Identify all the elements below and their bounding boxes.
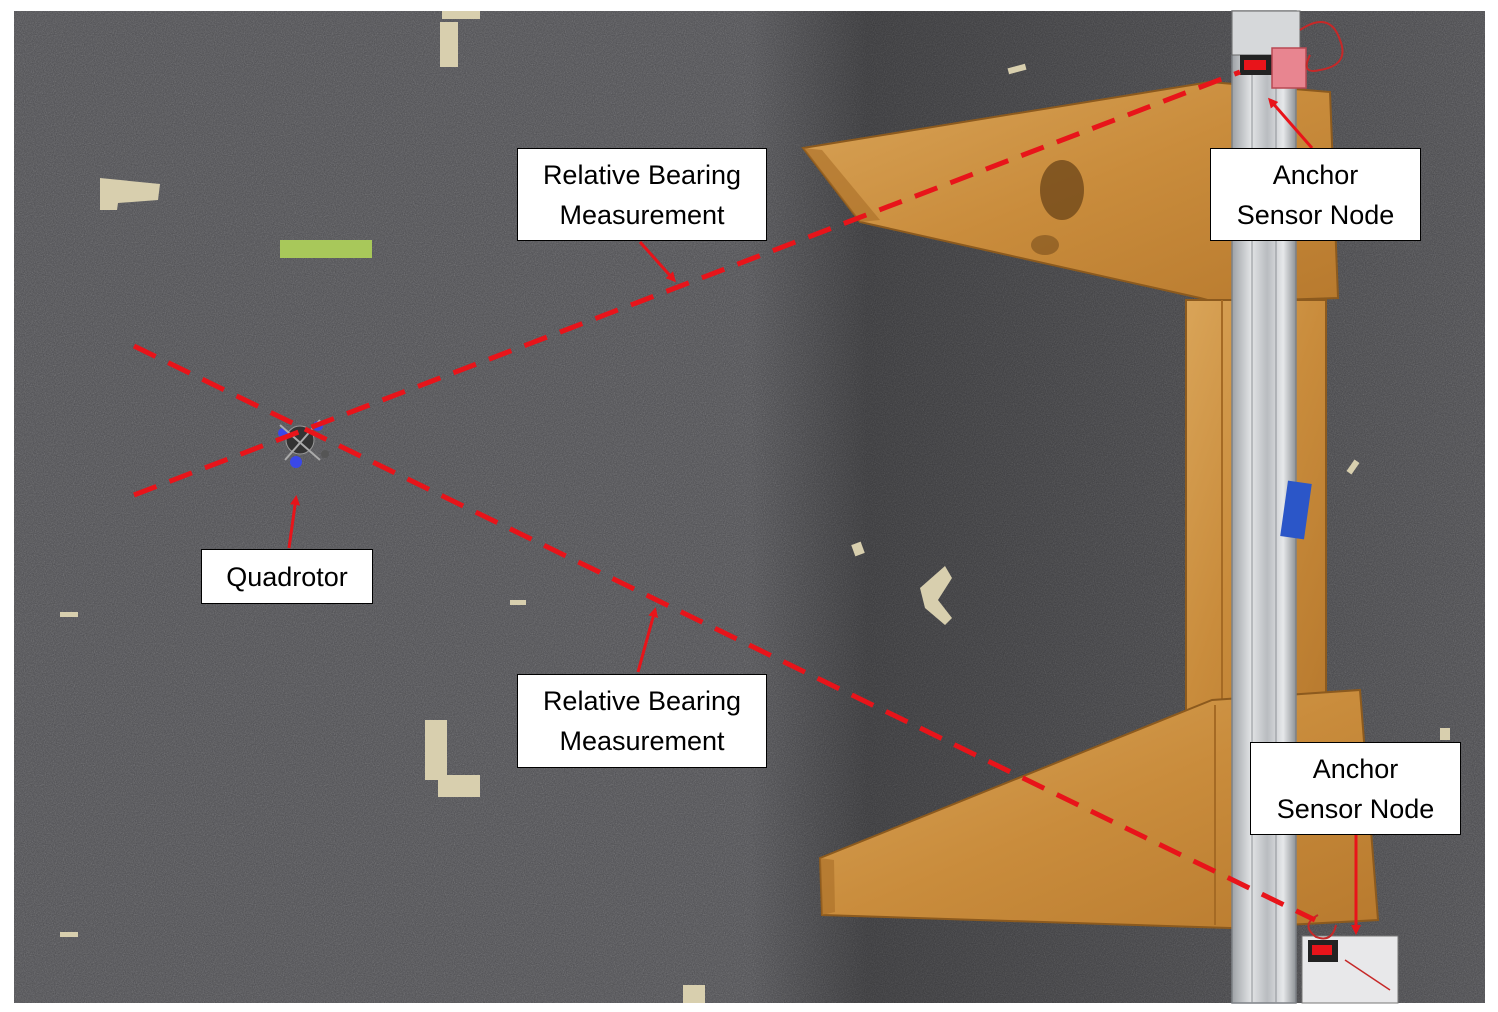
- label-anchor-top-line2: Sensor Node: [1236, 199, 1395, 230]
- arrow-bearing-bottom: [636, 607, 658, 673]
- label-quadrotor: Quadrotor: [201, 549, 373, 604]
- label-bearing-bottom-line1: Relative Bearing: [542, 686, 742, 716]
- arrow-quadrotor: [287, 495, 300, 549]
- arrow-bearing-top: [638, 240, 677, 283]
- label-anchor-bottom-line2: Sensor Node: [1276, 793, 1435, 824]
- label-bearing-bottom-line2: Measurement: [559, 726, 725, 756]
- bottom-anchor-node-device: [1301, 914, 1399, 1004]
- top-anchor-node-device: [1231, 10, 1344, 89]
- pointer-arrows: [287, 97, 1361, 935]
- label-quadrotor-text: Quadrotor: [226, 561, 348, 592]
- bearing-line-top: [133, 69, 1241, 498]
- floor-tape-marks: [60, 11, 1450, 1003]
- label-anchor-top: Anchor Sensor Node: [1210, 148, 1421, 241]
- bearing-line-bottom: [132, 343, 1317, 923]
- label-bearing-bottom: Relative Bearing Measurement: [517, 674, 767, 768]
- bearing-lines: [132, 69, 1317, 923]
- label-anchor-bottom: Anchor Sensor Node: [1250, 742, 1461, 835]
- label-bearing-top-line1: Relative Bearing: [542, 159, 742, 190]
- label-bearing-top: Relative Bearing Measurement: [517, 148, 767, 241]
- label-anchor-top-line1: Anchor: [1272, 159, 1359, 190]
- label-anchor-bottom-line1: Anchor: [1312, 753, 1399, 784]
- arrow-anchor-top: [1268, 97, 1314, 149]
- label-bearing-top-line2: Measurement: [559, 199, 725, 230]
